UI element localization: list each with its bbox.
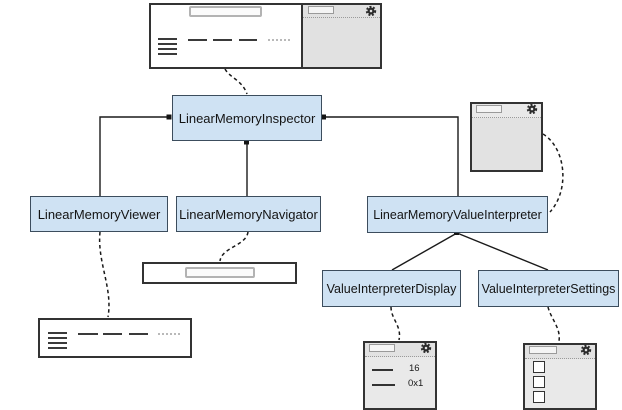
type-input-sketch <box>529 346 557 354</box>
gear-icon <box>420 342 432 354</box>
node-label: ValueInterpreterSettings <box>481 281 616 296</box>
memory-row-sketch <box>48 347 67 349</box>
display-ui-mockup: 16 0x1 <box>363 341 437 410</box>
viewer-ui-mockup <box>38 318 192 358</box>
node-label: ValueInterpreterDisplay <box>326 281 457 296</box>
node-label: LinearMemoryNavigator <box>179 206 318 222</box>
panel-separator <box>303 17 380 18</box>
panel-input-sketch <box>308 6 334 14</box>
node-linear-memory-viewer: LinearMemoryViewer <box>30 196 168 232</box>
link-settings-settingsmock <box>547 306 560 342</box>
node-label: LinearMemoryViewer <box>37 206 161 222</box>
value-type-line <box>372 369 393 371</box>
memory-row-sketch <box>158 43 177 45</box>
memory-row-sketch <box>158 38 177 40</box>
node-value-interpreter-display: ValueInterpreterDisplay <box>322 270 461 307</box>
settings-ui-mockup <box>523 343 597 410</box>
link-navigator-navigatormock <box>219 231 249 262</box>
link-inspectormock-inspector <box>224 68 248 95</box>
byte-group-sketch <box>103 333 122 335</box>
ascii-dots-sketch <box>268 39 292 41</box>
byte-group-sketch <box>188 39 207 41</box>
link-display-displaymock <box>390 306 401 341</box>
navigator-ui-mockup <box>142 262 297 284</box>
ascii-dots-sketch <box>158 333 182 335</box>
edge-interpreter-display <box>391 232 458 271</box>
value-type-line <box>372 384 395 386</box>
type-input-sketch <box>476 105 502 113</box>
node-label: LinearMemoryInspector <box>178 110 316 126</box>
checkbox-sketch <box>533 391 545 403</box>
gear-icon <box>365 5 377 17</box>
edge-inspector-interpreter <box>322 116 459 196</box>
node-linear-memory-value-interpreter: LinearMemoryValueInterpreter <box>367 196 548 233</box>
checkbox-sketch <box>533 376 545 388</box>
address-input-sketch <box>185 267 255 278</box>
edge-inspector-viewer <box>99 116 171 196</box>
gear-icon <box>580 344 592 356</box>
inspector-ui-mockup <box>149 3 382 69</box>
node-linear-memory-navigator: LinearMemoryNavigator <box>176 196 321 232</box>
link-viewer-viewermock <box>98 231 110 318</box>
memory-row-sketch <box>48 337 67 339</box>
mockup-header <box>472 103 541 118</box>
checkbox-sketch <box>533 361 545 373</box>
node-linear-memory-inspector: LinearMemoryInspector <box>172 95 322 141</box>
edge-interpreter-settings <box>456 232 549 271</box>
byte-group-sketch <box>213 39 232 41</box>
interpreter-panel-sketch <box>301 5 380 67</box>
interpreter-ui-mockup <box>470 102 543 172</box>
byte-group-sketch <box>129 333 148 335</box>
byte-group-sketch <box>239 39 257 41</box>
value-text: 0x1 <box>408 378 424 389</box>
memory-row-sketch <box>158 48 177 50</box>
type-input-sketch <box>369 344 395 352</box>
value-text: 16 <box>409 363 420 374</box>
mockup-header <box>525 344 595 359</box>
memory-row-sketch <box>158 53 177 55</box>
gear-icon <box>526 103 538 115</box>
node-label: LinearMemoryValueInterpreter <box>373 207 542 222</box>
memory-row-sketch <box>48 342 67 344</box>
memory-row-sketch <box>48 332 67 334</box>
mockup-header <box>365 342 435 357</box>
node-value-interpreter-settings: ValueInterpreterSettings <box>478 270 619 307</box>
byte-group-sketch <box>78 333 98 335</box>
connector-joint <box>166 114 172 120</box>
address-input-sketch <box>189 6 262 17</box>
